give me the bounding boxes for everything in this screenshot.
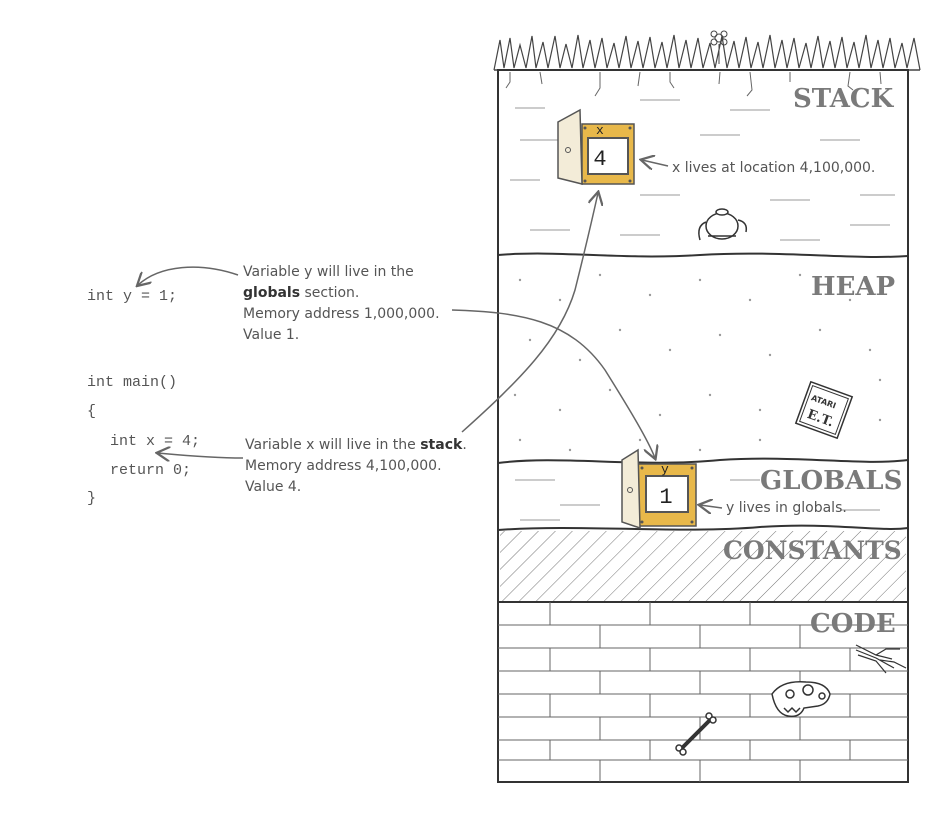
x-annotation: Variable x will live in the stack. Memor… bbox=[245, 435, 467, 498]
x-location-note: x lives at location 4,100,000. bbox=[672, 158, 875, 179]
globals-variable-value: 1 bbox=[659, 485, 672, 510]
x-annotation-line1-pre: Variable x will live in the bbox=[245, 437, 420, 453]
stack-variable-name: x bbox=[596, 123, 604, 138]
y-annotation-line2-rest: section. bbox=[300, 285, 359, 301]
dinosaur-skull-icon bbox=[772, 682, 830, 717]
grass bbox=[494, 35, 920, 70]
section-label-globals: GLOBALS bbox=[760, 466, 902, 496]
globals-variable-name: y bbox=[661, 462, 669, 477]
y-annotation-bold: globals bbox=[243, 285, 300, 301]
y-annotation-line1: Variable y will live in the bbox=[243, 262, 440, 283]
x-annotation-bold: stack bbox=[420, 437, 462, 453]
skeleton-hand-icon bbox=[856, 645, 906, 673]
section-label-stack: STACK bbox=[793, 84, 893, 114]
stack-variable-value: 4 bbox=[593, 147, 606, 172]
x-annotation-line2: Memory address 4,100,000. bbox=[245, 456, 467, 477]
code-global-decl: int y = 1; bbox=[87, 288, 177, 305]
code-open-brace: { bbox=[87, 403, 96, 420]
teapot-icon bbox=[699, 209, 746, 240]
bone-icon bbox=[676, 713, 716, 755]
code-close-brace: } bbox=[87, 490, 96, 507]
section-label-constants: CONSTANTS bbox=[723, 536, 902, 565]
y-annotation-line2: globals section. bbox=[243, 283, 440, 304]
y-annotation-line3: Memory address 1,000,000. bbox=[243, 304, 440, 325]
y-annotation-line4: Value 1. bbox=[243, 325, 440, 346]
code-local-decl: int x = 4; bbox=[110, 433, 200, 450]
x-annotation-line1: Variable x will live in the stack. bbox=[245, 435, 467, 456]
atari-cartridge-icon bbox=[796, 382, 852, 438]
x-annotation-line1-post: . bbox=[462, 437, 466, 453]
section-label-code: CODE bbox=[810, 609, 896, 639]
code-main-signature: int main() bbox=[87, 374, 177, 391]
x-annotation-line3: Value 4. bbox=[245, 477, 467, 498]
code-return-stmt: return 0; bbox=[110, 462, 191, 479]
section-label-heap: HEAP bbox=[811, 272, 895, 302]
y-location-note: y lives in globals. bbox=[726, 498, 847, 519]
y-annotation: Variable y will live in the globals sect… bbox=[243, 262, 440, 346]
